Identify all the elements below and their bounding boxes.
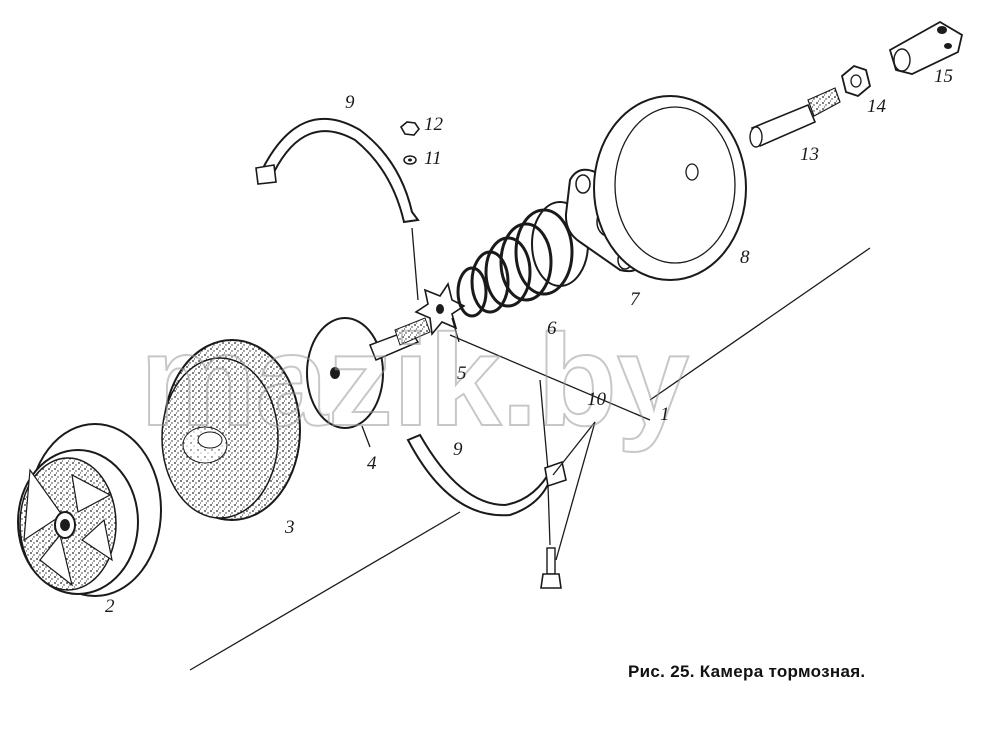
part-label-15: 15 xyxy=(934,66,953,87)
part-10-bolt xyxy=(540,547,562,589)
part-8-chamber-body xyxy=(593,95,747,281)
part-label-7: 7 xyxy=(630,289,641,310)
part-label-1: 1 xyxy=(660,404,670,425)
part-2-front-cover xyxy=(17,423,162,597)
part-13-threaded-rod xyxy=(749,87,841,148)
part-label-3: 3 xyxy=(284,517,295,538)
part-label-13: 13 xyxy=(800,144,819,165)
figure-caption: Рис. 25. Камера тормозная. xyxy=(628,662,866,681)
watermark-text: mazik.by xyxy=(140,307,689,453)
part-5-star-washer xyxy=(414,282,466,336)
part-label-12: 12 xyxy=(424,114,444,135)
part-3-diaphragm xyxy=(161,339,301,521)
part-12-nut xyxy=(399,121,420,136)
part-label-9-upper: 9 xyxy=(345,92,355,113)
part-9-clamp-lower xyxy=(406,433,567,517)
part-15-clevis-fork xyxy=(888,20,964,75)
part-label-5: 5 xyxy=(457,363,467,384)
part-labels: 2 3 4 5 6 7 8 9 9 10 11 12 13 14 15 1 xyxy=(105,66,953,617)
part-4-pushrod xyxy=(306,317,431,429)
part-label-9-lower: 9 xyxy=(453,439,463,460)
part-label-8: 8 xyxy=(740,247,750,268)
part-label-10: 10 xyxy=(587,389,607,410)
part-11-washer xyxy=(403,155,417,165)
part-label-14: 14 xyxy=(867,96,887,117)
part-label-6: 6 xyxy=(547,318,557,339)
part-9-clamp-upper xyxy=(255,117,420,224)
part-label-11: 11 xyxy=(424,148,442,169)
part-14-nut xyxy=(840,64,872,98)
axis-lines xyxy=(189,227,871,671)
part-label-4: 4 xyxy=(367,453,377,474)
part-6-return-spring xyxy=(456,201,589,318)
part-label-2: 2 xyxy=(105,596,115,617)
leader-lines xyxy=(361,317,596,561)
